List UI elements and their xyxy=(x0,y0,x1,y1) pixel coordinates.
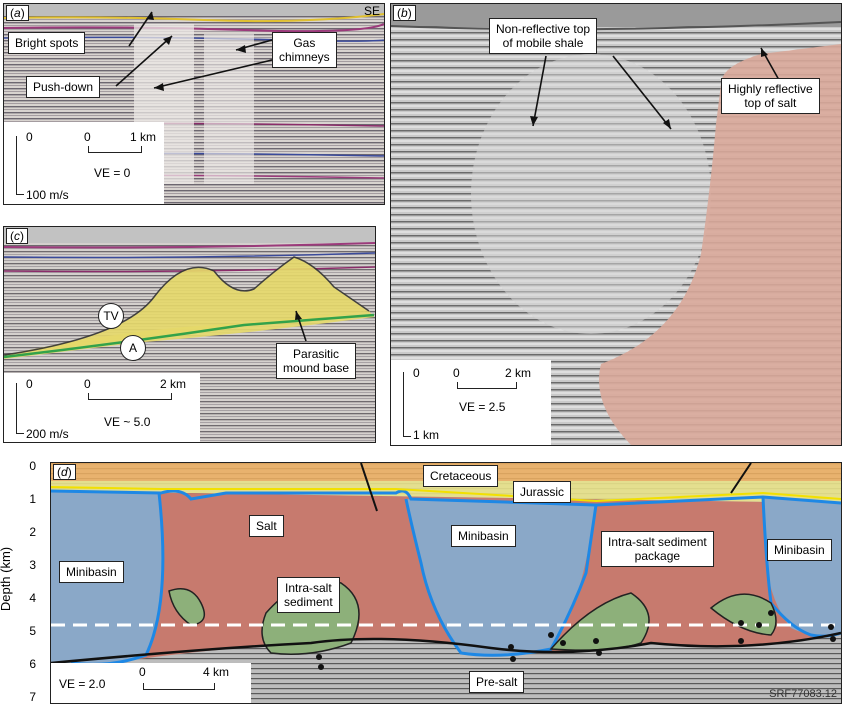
y-tick-4: 4 xyxy=(29,591,36,605)
well-dots xyxy=(316,610,836,670)
panel-c: (c) TV A Parasitic mound base 0 200 m/s … xyxy=(3,226,376,443)
label-salt: Salt xyxy=(249,515,284,537)
label-top-salt: Highly reflective top of salt xyxy=(721,78,820,114)
label-intra-salt-package: Intra-salt sediment package xyxy=(601,531,714,567)
y-tick-7: 7 xyxy=(29,690,36,704)
panel-a-orient: SE xyxy=(363,4,380,18)
panel-c-scale: 0 200 m/s 0 2 km VE ~ 5.0 xyxy=(4,373,200,442)
label-minibasin-left: Minibasin xyxy=(59,561,124,583)
label-minibasin-right: Minibasin xyxy=(767,539,832,561)
panel-a-tag: (a) xyxy=(6,5,29,21)
panel-d-code: SRF77083.12 xyxy=(769,688,837,700)
label-bright-spots: Bright spots xyxy=(8,32,86,54)
label-mobile-shale: Non-reflective top of mobile shale xyxy=(489,18,598,54)
panel-b-tag: (b) xyxy=(393,5,416,21)
label-parasitic-mound: Parasitic mound base xyxy=(276,343,357,379)
y-tick-5: 5 xyxy=(29,624,36,638)
label-cretaceous: Cretaceous xyxy=(423,465,499,487)
label-a: A xyxy=(120,335,146,361)
panel-a: (a) SE Bright spots Push-down Gas chimne… xyxy=(3,3,385,205)
intra-salt-body-1 xyxy=(168,588,206,626)
label-tv: TV xyxy=(98,303,124,329)
y-tick-6: 6 xyxy=(29,657,36,671)
panel-b-seismic xyxy=(391,4,841,445)
base-salt-line xyxy=(51,631,841,665)
label-pre-salt: Pre-salt xyxy=(469,671,525,693)
panel-b-salt-body xyxy=(599,44,841,445)
label-push-down: Push-down xyxy=(26,76,101,98)
panel-a-scale: 0 100 m/s 0 1 km VE = 0 xyxy=(4,122,164,204)
panel-d-y-label: Depth (km) xyxy=(0,546,14,612)
panel-b-scale: 0 1 km 0 2 km VE = 2.5 xyxy=(391,360,551,445)
panel-b: (b) Non-reflective top of mobile shale H… xyxy=(390,3,842,446)
label-jurassic: Jurassic xyxy=(513,481,572,503)
panel-d: (d) Cretaceous Jurassic Salt Minibasin M… xyxy=(50,462,842,704)
y-tick-2: 2 xyxy=(29,525,36,539)
y-tick-0: 0 xyxy=(29,459,36,473)
panel-d-scale: VE = 2.0 0 4 km xyxy=(51,663,251,703)
panel-d-tag: (d) xyxy=(53,464,76,480)
label-minibasin-middle: Minibasin xyxy=(451,525,516,547)
minibasin-right xyxy=(763,497,841,635)
label-gas-chimneys: Gas chimneys xyxy=(272,32,337,68)
panel-c-tag: (c) xyxy=(6,228,28,244)
label-intra-salt-sediment: Intra-salt sediment xyxy=(277,577,340,613)
y-tick-3: 3 xyxy=(29,558,36,572)
y-tick-1: 1 xyxy=(29,492,36,506)
top-salt-line xyxy=(51,489,841,507)
panel-d-y-axis: Depth (km) 0 1 2 3 4 5 6 7 xyxy=(0,458,50,706)
